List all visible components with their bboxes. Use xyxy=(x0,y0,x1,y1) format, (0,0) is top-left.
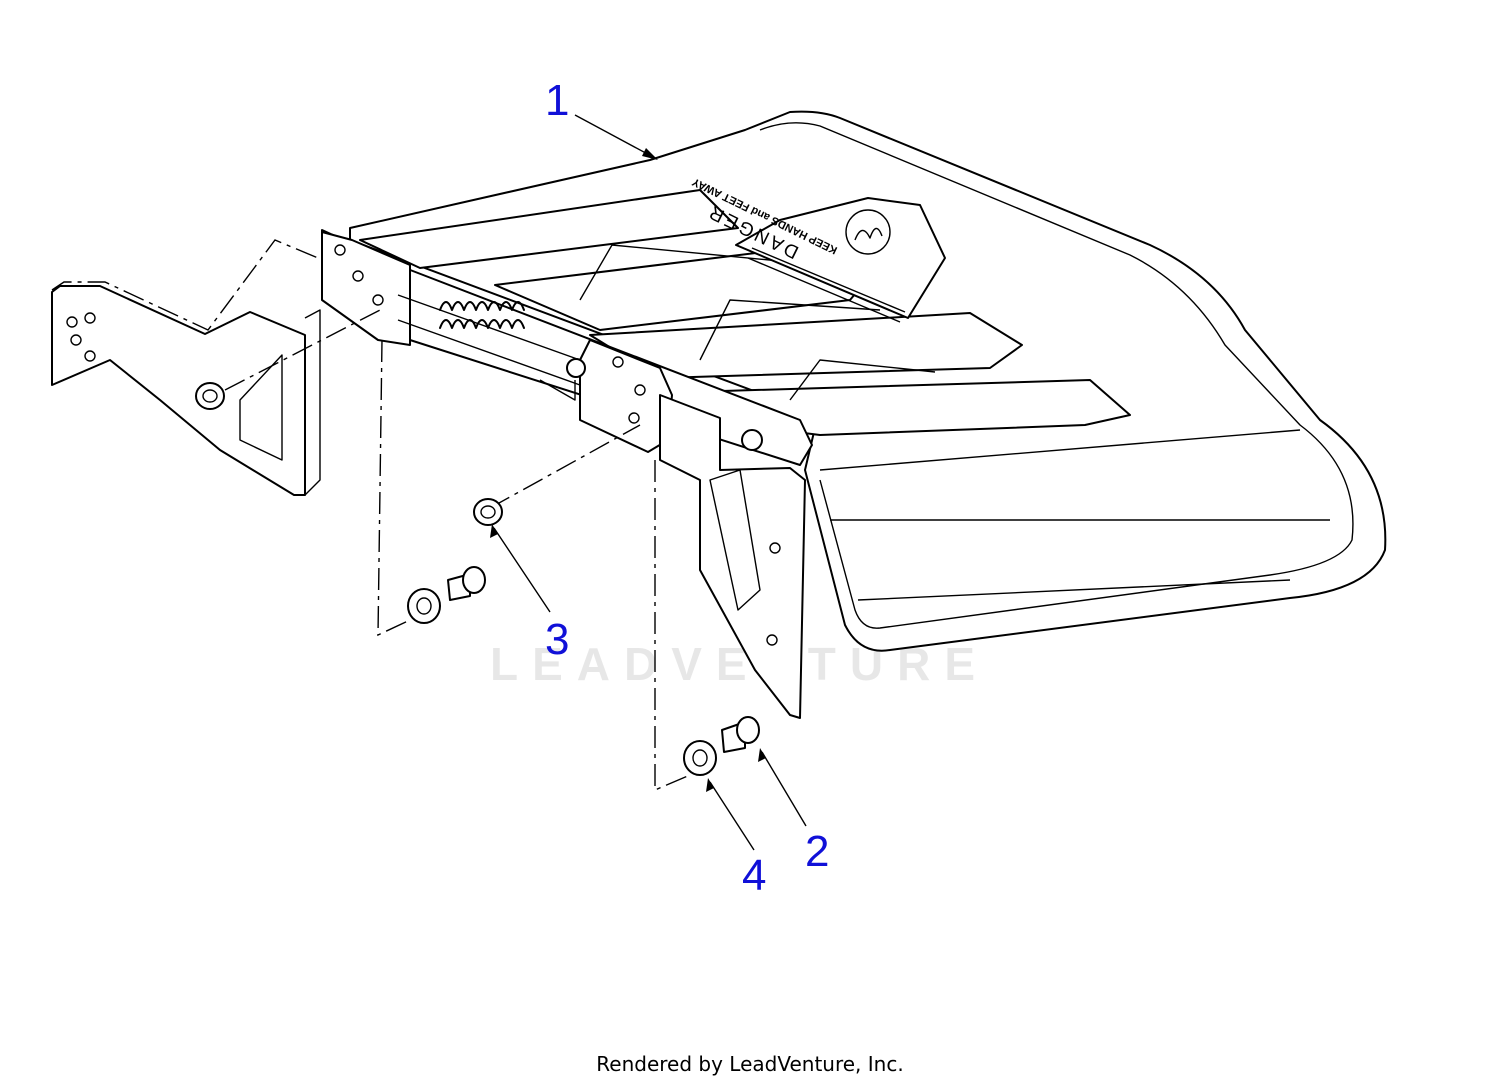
brand-logo-icon xyxy=(845,209,891,255)
callout-2: 2 xyxy=(805,827,829,876)
footer-credit: Rendered by LeadVenture, Inc. xyxy=(596,1052,904,1076)
left-mount-plate xyxy=(51,239,321,496)
carriage-bolt-right xyxy=(721,716,760,753)
callout-1: 1 xyxy=(545,76,569,125)
washer-left xyxy=(407,588,441,624)
callout-leaders xyxy=(490,114,807,851)
assembly-lines xyxy=(224,309,691,792)
deflector-shield: DANGER KEEP HANDS and FEET AWAY xyxy=(349,110,1387,652)
callout-3: 3 xyxy=(545,615,569,664)
carriage-bolt-left xyxy=(447,566,486,601)
right-mount-plate xyxy=(659,394,806,719)
washer-right xyxy=(683,740,717,776)
flange-nut-left xyxy=(195,382,225,410)
flange-nut-center xyxy=(473,498,503,526)
callout-4: 4 xyxy=(742,851,766,900)
